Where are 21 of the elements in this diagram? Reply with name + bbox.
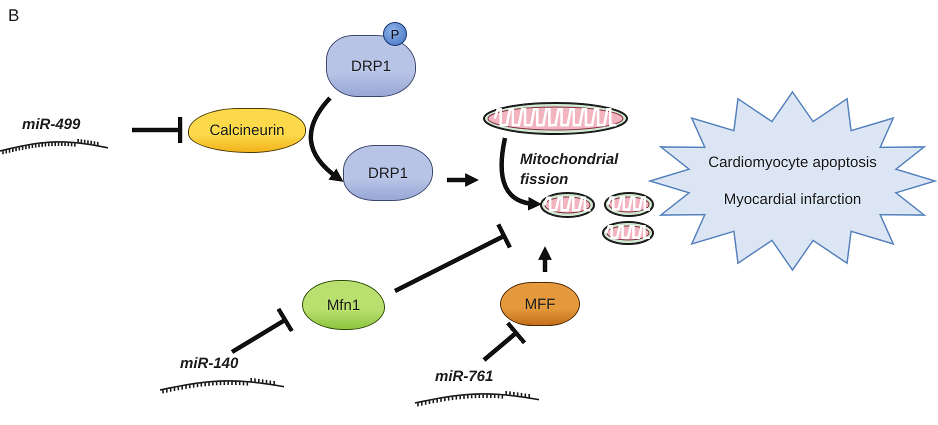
arrow [447, 173, 479, 187]
mirna-label: miR-499 [22, 116, 80, 133]
phosphate-circle: P [383, 22, 407, 46]
mirna-label: miR-140 [180, 355, 238, 372]
protein-shape [188, 108, 306, 153]
panel-letter: B [8, 6, 20, 26]
outcome-label: Cardiomyocyte apoptosis [708, 154, 877, 171]
protein-label: MFF [524, 296, 556, 312]
mirna-label: miR-761 [435, 368, 494, 385]
mitochondria-drawing [540, 192, 656, 247]
process-label: Mitochondrial fission [520, 150, 620, 190]
arrow [538, 246, 552, 272]
mitochondrion-drawing [483, 102, 628, 135]
protein-label: Mfn1 [326, 296, 360, 314]
protein-label: DRP1 [368, 164, 408, 182]
outcome-label: Myocardial infarction [724, 191, 862, 208]
arrow [308, 96, 344, 182]
protein-shape [343, 145, 433, 201]
arrow [499, 138, 542, 210]
protein-label: DRP1 [350, 58, 391, 74]
protein-label: Calcineurin [209, 122, 285, 139]
